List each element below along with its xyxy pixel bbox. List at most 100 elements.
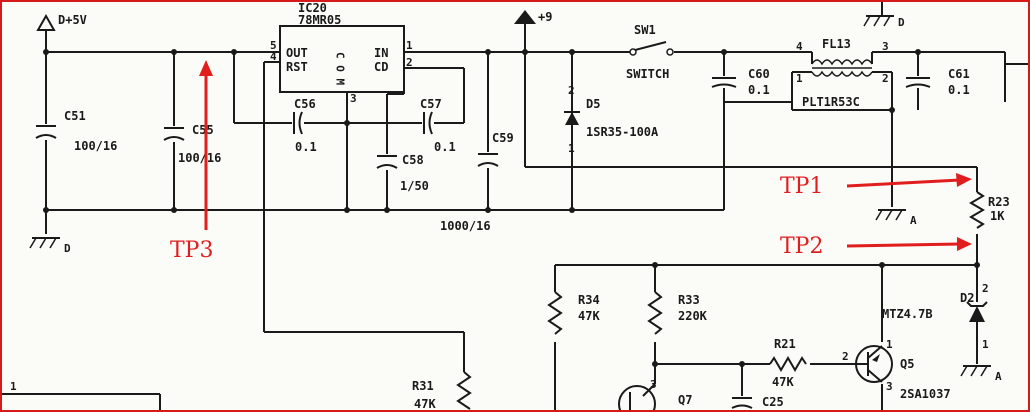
- svg-text:1: 1: [406, 39, 413, 52]
- svg-text:2: 2: [568, 84, 575, 97]
- cap-c61: C61 0.1: [904, 67, 970, 97]
- svg-text:220K: 220K: [678, 309, 708, 323]
- svg-text:IC20: IC20: [298, 2, 327, 15]
- ground-d-top: D: [863, 2, 905, 29]
- svg-text:2SA1037: 2SA1037: [900, 387, 951, 401]
- svg-text:+9: +9: [538, 10, 552, 24]
- svg-text:RST: RST: [286, 60, 308, 74]
- svg-text:R33: R33: [678, 293, 700, 307]
- ground-a-mid: A: [875, 209, 917, 227]
- svg-text:A: A: [995, 370, 1002, 383]
- svg-text:4: 4: [796, 40, 803, 53]
- svg-text:4: 4: [270, 50, 277, 63]
- svg-text:TP3: TP3: [170, 238, 213, 263]
- resistor-r21: R21 47K: [769, 337, 807, 389]
- svg-text:SW1: SW1: [634, 23, 656, 37]
- junction-dots: [43, 49, 980, 367]
- svg-text:Q5: Q5: [900, 357, 914, 371]
- svg-text:R23: R23: [988, 195, 1010, 209]
- svg-text:3: 3: [886, 380, 893, 393]
- cap-c60: C60 0.1: [710, 67, 770, 97]
- svg-text:IN: IN: [374, 46, 388, 60]
- svg-text:R21: R21: [774, 337, 796, 351]
- svg-text:78MR05: 78MR05: [298, 13, 341, 27]
- testpoint-tp2: TP2: [780, 234, 972, 259]
- svg-text:47K: 47K: [578, 309, 600, 323]
- cap-c55: C55 100/16: [163, 123, 221, 165]
- zener-d2: D2 MTZ4.7B 2 1: [882, 282, 989, 351]
- transistor-q7: Q7 3: [618, 378, 692, 410]
- svg-text:C55: C55: [192, 123, 214, 137]
- svg-text:PLT1R53C: PLT1R53C: [802, 95, 860, 109]
- svg-text:2: 2: [842, 350, 849, 363]
- transistor-q5: Q5 2SA1037 1 2 3: [842, 338, 951, 401]
- svg-text:TP1: TP1: [780, 174, 823, 199]
- resistor-r33: R33 220K: [647, 291, 708, 335]
- switch-sw1: SW1 SWITCH: [612, 23, 674, 81]
- svg-text:1: 1: [886, 338, 893, 351]
- svg-text:TP2: TP2: [780, 234, 823, 259]
- svg-text:CD: CD: [374, 60, 388, 74]
- svg-text:C58: C58: [402, 153, 424, 167]
- svg-text:D+5V: D+5V: [58, 13, 87, 27]
- svg-text:Q7: Q7: [678, 393, 692, 407]
- wiring: [2, 24, 1028, 410]
- resistor-r34: R34 47K: [547, 291, 600, 335]
- svg-text:R31: R31: [412, 379, 434, 393]
- svg-text:C59: C59: [492, 131, 514, 145]
- testpoint-tp1: TP1: [780, 173, 972, 199]
- cap-c25: C25: [731, 395, 784, 410]
- svg-text:C25: C25: [762, 395, 784, 409]
- cap-c51: C51 100/16: [35, 109, 117, 153]
- svg-text:0.1: 0.1: [948, 83, 970, 97]
- cap-c56: C56 0.1: [292, 97, 317, 154]
- corner-pin-label: 1: [10, 380, 17, 393]
- d5v-power-symbol: D+5V: [36, 13, 87, 31]
- filter-fl13: FL13 PLT1R53C 4 3 1 2: [792, 37, 892, 109]
- cap-c59: C59 1000/16: [440, 131, 514, 233]
- svg-text:1K: 1K: [990, 209, 1005, 223]
- svg-text:D: D: [64, 242, 71, 255]
- svg-text:47K: 47K: [772, 375, 794, 389]
- svg-text:0.1: 0.1: [434, 140, 456, 154]
- svg-text:C56: C56: [294, 97, 316, 111]
- svg-text:D5: D5: [586, 97, 600, 111]
- svg-text:2: 2: [882, 72, 889, 85]
- svg-text:C O M: C O M: [334, 52, 347, 85]
- cap-c58: C58 1/50: [376, 153, 429, 193]
- svg-text:1: 1: [796, 72, 803, 85]
- svg-text:R34: R34: [578, 293, 600, 307]
- svg-text:D: D: [898, 16, 905, 29]
- svg-text:47K: 47K: [414, 397, 436, 410]
- svg-text:3: 3: [650, 378, 657, 391]
- svg-text:2: 2: [982, 282, 989, 295]
- svg-text:OUT: OUT: [286, 46, 308, 60]
- p9-power-symbol: +9: [514, 10, 552, 24]
- ground-d-left: D: [29, 237, 71, 255]
- testpoint-tp3: TP3: [170, 60, 213, 263]
- svg-text:A: A: [910, 214, 917, 227]
- svg-text:C57: C57: [420, 97, 442, 111]
- ic20-regulator: IC20 78MR05 OUT RST IN CD C O M 5 4 3 1 …: [270, 2, 413, 105]
- svg-text:MTZ4.7B: MTZ4.7B: [882, 307, 933, 321]
- svg-text:1: 1: [982, 338, 989, 351]
- svg-text:0.1: 0.1: [295, 140, 317, 154]
- svg-text:1/50: 1/50: [400, 179, 429, 193]
- svg-text:1: 1: [568, 142, 575, 155]
- svg-text:2: 2: [406, 56, 413, 69]
- cap-c57: C57 0.1: [420, 97, 456, 154]
- svg-text:3: 3: [882, 40, 889, 53]
- svg-text:C51: C51: [64, 109, 86, 123]
- svg-text:1SR35-100A: 1SR35-100A: [586, 125, 659, 139]
- svg-text:5: 5: [270, 39, 277, 52]
- ground-a-right: A: [960, 365, 1002, 383]
- svg-text:100/16: 100/16: [178, 151, 221, 165]
- svg-text:0.1: 0.1: [748, 83, 770, 97]
- svg-text:1000/16: 1000/16: [440, 219, 491, 233]
- svg-text:SWITCH: SWITCH: [626, 67, 669, 81]
- svg-text:100/16: 100/16: [74, 139, 117, 153]
- diode-d5: D5 1SR35-100A 2 1: [564, 84, 659, 155]
- resistor-r31: R31 47K: [412, 371, 472, 410]
